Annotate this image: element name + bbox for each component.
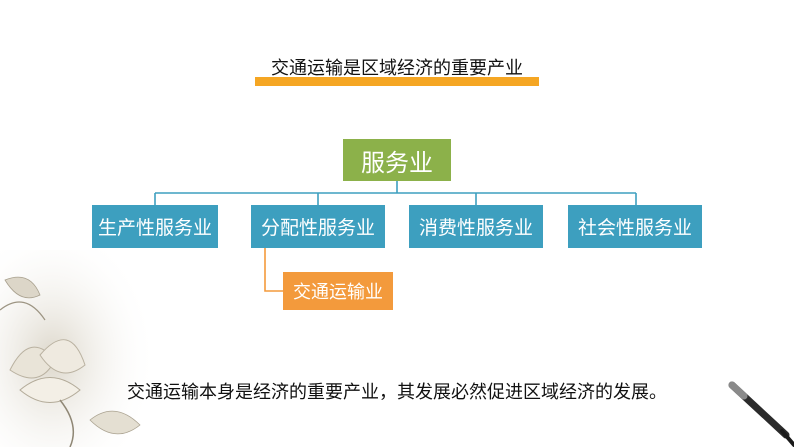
node-service-industry: 服务业 — [343, 139, 451, 181]
connector-sub — [265, 248, 283, 291]
node-distributive-services: 分配性服务业 — [251, 205, 385, 248]
node-social-services: 社会性服务业 — [568, 205, 702, 248]
summary-text: 交通运输本身是经济的重要产业，其发展必然促进区域经济的发展。 — [0, 378, 794, 404]
node-transportation: 交通运输业 — [283, 272, 393, 310]
node-consumer-services: 消费性服务业 — [409, 205, 543, 248]
node-producer-services: 生产性服务业 — [92, 205, 218, 248]
